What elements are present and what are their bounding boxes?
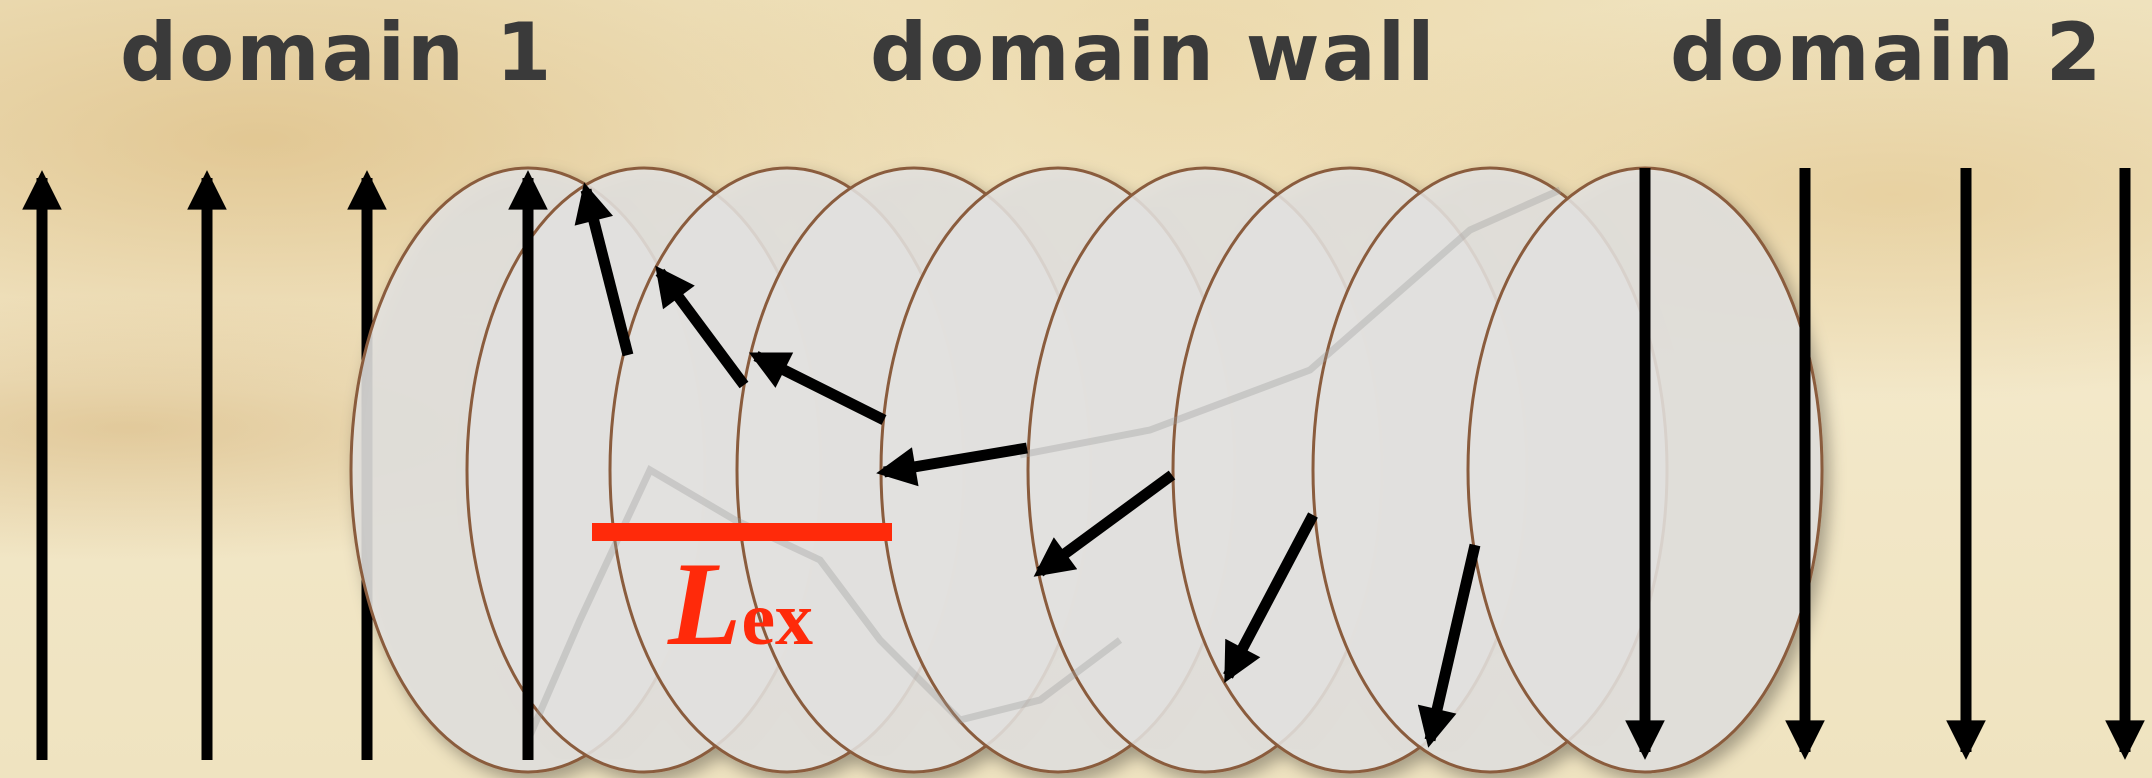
spin-arrow xyxy=(574,182,634,357)
domain-wall-label: domain wall xyxy=(870,6,1437,99)
spin-arrow xyxy=(1417,543,1481,748)
hidden-spin-traces xyxy=(524,186,1562,742)
spin-arrow xyxy=(748,351,887,425)
exchange-length-symbol: L xyxy=(668,537,742,670)
spin-arrow xyxy=(1033,470,1176,577)
domain2-label: domain 2 xyxy=(1670,6,2104,99)
spin-arrow xyxy=(655,265,749,389)
exchange-length-subscript: ex xyxy=(741,577,814,661)
spin-arrow xyxy=(1223,512,1318,684)
right-domain-spins xyxy=(1785,168,2145,760)
wall-spins xyxy=(508,168,1665,760)
domain1-label: domain 1 xyxy=(120,6,554,99)
spin-arrow xyxy=(876,442,1028,487)
exchange-length-label: Lex xyxy=(668,535,813,673)
exchange-length-bar xyxy=(592,523,892,541)
domain-wall-disks xyxy=(349,166,1824,774)
left-domain-spins xyxy=(22,170,387,760)
